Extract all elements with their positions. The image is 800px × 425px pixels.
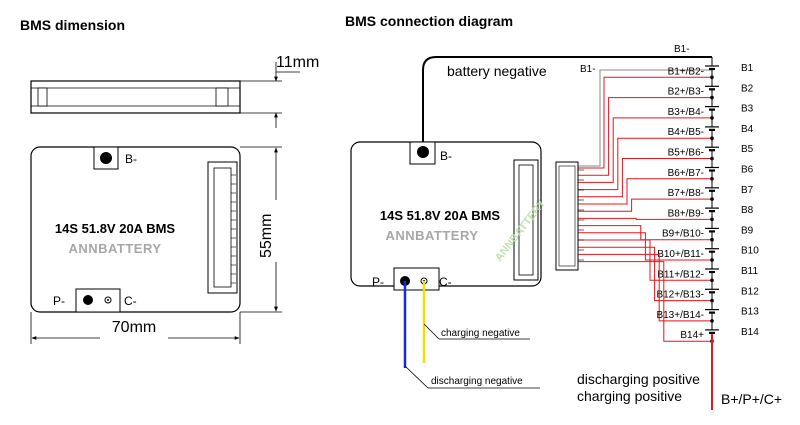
- width-label: 70mm: [112, 319, 156, 336]
- cell-label: B5: [741, 144, 754, 155]
- balance-label: B11+/B12-: [657, 269, 704, 280]
- battery-cell: B1: [705, 57, 754, 78]
- left-pin-c-minus: C-: [124, 294, 137, 308]
- balance-label: B10+/B11-: [657, 249, 704, 260]
- board-side-view: [30, 80, 241, 114]
- cell-label: B2: [741, 83, 754, 94]
- balance-label: B3+/B4-: [668, 107, 704, 118]
- battery-cell: B11: [705, 260, 758, 281]
- balance-label: B12+/B13-: [656, 290, 704, 301]
- balance-wire: B8+/B9-: [578, 208, 714, 222]
- battery-cell: B12: [705, 280, 759, 301]
- battery-cell: B7: [705, 178, 754, 200]
- balance-label: B1+/B2-: [668, 66, 704, 77]
- battery-negative-label: battery negative: [447, 63, 547, 79]
- battery-cell: B4: [705, 117, 754, 139]
- cell-label: B11: [741, 266, 758, 277]
- right-pin-b-minus: B-: [440, 149, 452, 163]
- b1-minus-top-label: B1-: [674, 44, 690, 55]
- battery-cell: B10: [705, 239, 759, 260]
- height-dimension: [240, 146, 282, 313]
- height-label: 55mm: [258, 214, 275, 258]
- battery-cell: B6: [705, 158, 754, 179]
- cell-label: B1: [741, 63, 754, 74]
- discharging-positive-label: discharging positive: [577, 371, 700, 387]
- dimension-title: BMS dimension: [20, 17, 125, 33]
- balance-wires: B1+/B2- B2+/B3- B3+/B4- B4+/B5- B5+/B6- B6+/B…: [578, 66, 714, 344]
- callout-lines: [404, 323, 540, 389]
- cell-label: B8: [741, 205, 754, 216]
- battery-cell: B2: [705, 77, 754, 98]
- left-board-model: 14S 51.8V 20A BMS: [55, 221, 176, 236]
- battery-cell: B13: [705, 300, 759, 321]
- b1-minus-left-label: B1-: [580, 64, 596, 75]
- right-pin-p-minus: P-: [372, 275, 384, 289]
- balance-label: B14+: [680, 330, 704, 341]
- b1-minus-sense-wire: [578, 69, 712, 167]
- charging-positive-label: charging positive: [577, 388, 682, 404]
- right-board-brand: ANNBATTERY: [385, 228, 478, 243]
- cell-label: B6: [741, 165, 754, 176]
- cell-label: B13: [741, 307, 759, 318]
- thickness-dimension: [240, 62, 300, 128]
- left-pin-b-minus: B-: [125, 152, 137, 166]
- battery-cell: B14: [705, 320, 759, 342]
- battery-cell: B8: [705, 199, 754, 220]
- cell-label: B9: [741, 225, 754, 236]
- cell-label: B12: [741, 286, 759, 297]
- charging-negative-label: charging negative: [441, 328, 520, 339]
- balance-label: B8+/B9-: [668, 208, 704, 219]
- balance-label: B2+/B3-: [668, 87, 704, 98]
- battery-cell: B5: [705, 138, 754, 159]
- left-pin-p-minus: P-: [53, 294, 65, 308]
- balance-label: B6+/B7-: [668, 168, 704, 179]
- battery-negative-wire: [422, 56, 712, 152]
- terminal-positive-label: B+/P+/C+: [721, 391, 782, 407]
- balance-label: B4+/B5-: [668, 127, 704, 138]
- thickness-label: 11mm: [276, 54, 319, 71]
- cell-label: B3: [741, 104, 754, 115]
- board-top-view: [30, 146, 241, 313]
- balance-label: B7+/B8-: [668, 188, 704, 199]
- battery-cell: B3: [705, 97, 754, 118]
- width-dimension: [30, 312, 241, 344]
- right-pin-c-minus: C-: [439, 275, 452, 289]
- battery-cell: B9: [705, 219, 754, 240]
- balance-plug: [555, 161, 584, 271]
- left-board-brand: ANNBATTERY: [68, 241, 161, 256]
- right-board-model: 14S 51.8V 20A BMS: [380, 208, 501, 223]
- balance-label: B5+/B6-: [668, 148, 704, 159]
- cell-label: B7: [741, 185, 754, 196]
- cell-label: B14: [741, 327, 759, 338]
- balance-wire: B13+/B14-: [578, 253, 714, 323]
- balance-label: B13+/B14-: [656, 310, 704, 321]
- cell-label: B4: [741, 124, 754, 135]
- balance-label: B9+/B10-: [662, 229, 704, 240]
- connection-title: BMS connection diagram: [345, 13, 513, 29]
- cell-label: B10: [741, 246, 759, 257]
- discharging-negative-label: discharging negative: [431, 376, 523, 387]
